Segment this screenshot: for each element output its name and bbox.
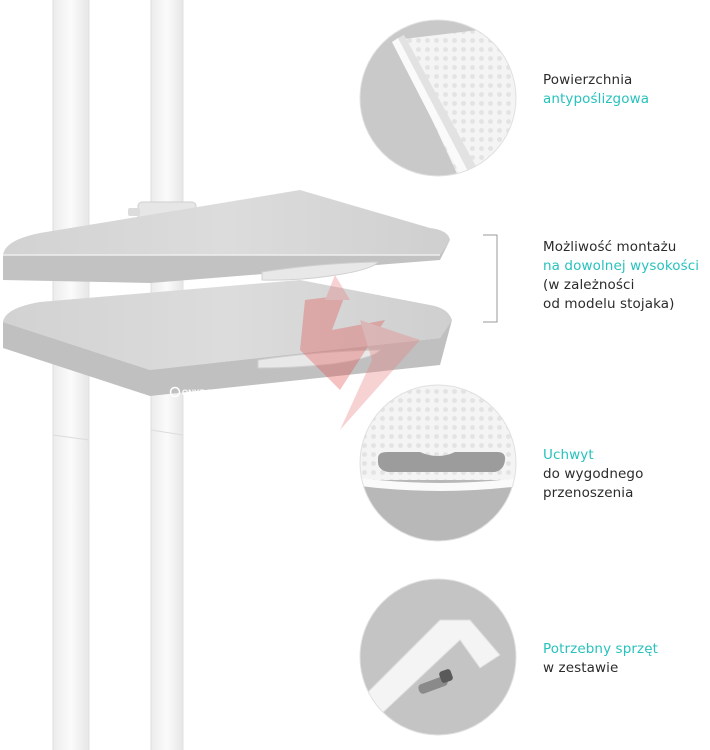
- watermark-logo-icon: [300, 275, 420, 430]
- feature-hardware: Potrzebny sprzęt w zestawie: [543, 640, 658, 678]
- lower-shelf: [3, 280, 452, 396]
- feature-hardware-line2: w zestawie: [543, 660, 619, 676]
- zoom-circle-antislip: [359, 19, 517, 177]
- feature-mounting-line4: od modelu stojaka): [543, 296, 675, 312]
- feature-handle-highlight: Uchwyt: [543, 447, 594, 463]
- feature-mounting-highlight: na dowolnej wysokości: [543, 258, 700, 274]
- upper-shelf: [3, 190, 450, 283]
- onkron-logo-icon: ONKRON: [169, 386, 218, 398]
- feature-mounting-height: Możliwość montażu na dowolnej wysokości …: [543, 238, 699, 314]
- feature-antislip-line1: Powierzchnia: [543, 72, 633, 88]
- feature-hardware-highlight: Potrzebny sprzęt: [543, 641, 658, 657]
- feature-antislip-highlight: antypoślizgowa: [543, 91, 650, 107]
- feature-handle-line2: do wygodnego: [543, 466, 644, 482]
- feature-mounting-line1: Możliwość montażu: [543, 239, 677, 255]
- feature-handle-line3: przenoszenia: [543, 485, 634, 501]
- feature-handle: Uchwyt do wygodnego przenoszenia: [543, 446, 643, 503]
- feature-antislip: Powierzchnia antypoślizgowa: [543, 71, 649, 109]
- feature-mounting-line3: (w zależności: [543, 277, 635, 293]
- zoom-circle-handle: [359, 384, 517, 542]
- brand-logo-text: ONKRON: [182, 389, 218, 398]
- height-bracket: [483, 234, 498, 323]
- zoom-circle-hardware: [359, 578, 517, 736]
